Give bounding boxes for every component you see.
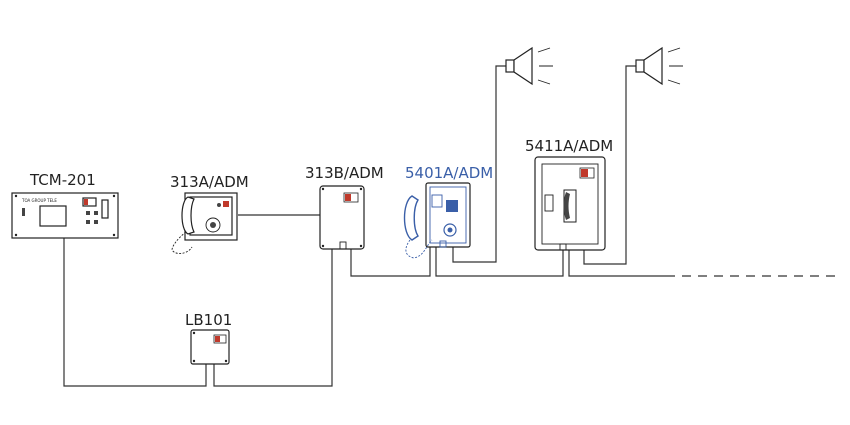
wire-313b-5401a xyxy=(350,247,431,277)
tcm-display xyxy=(82,197,97,207)
label-lb101: LB101 xyxy=(185,311,232,329)
wire-5401a-speaker-1 xyxy=(452,65,506,263)
wire-bus-5401a-5411a xyxy=(435,247,564,277)
tcm-panel-text: TOA GROUP TELE xyxy=(21,198,57,203)
telephone-handset-icon xyxy=(171,196,195,254)
label-5411a-adm: 5411A/ADM xyxy=(525,137,613,155)
wire-5411a-bus xyxy=(568,250,675,277)
label-313a-adm: 313A/ADM xyxy=(170,173,249,191)
wiring xyxy=(63,65,842,387)
device-lb101: LB101 xyxy=(185,311,232,365)
horn-speaker-icon xyxy=(505,46,553,86)
horn-speaker-1 xyxy=(505,46,553,86)
horn-speaker-2 xyxy=(635,46,683,86)
device-313a-adm: 313A/ADM xyxy=(170,173,249,254)
device-tcm-201: TCM-201 TOA GROUP TELE xyxy=(11,171,119,239)
device-313b-adm: 313B/ADM xyxy=(305,164,384,250)
device-5411a-adm: 5411A/ADM xyxy=(525,137,613,251)
device-5401a-adm: 5401A/ADM xyxy=(403,164,493,259)
label-tcm-201: TCM-201 xyxy=(29,171,96,189)
wire-5411a-speaker-2 xyxy=(583,65,636,265)
wire-tcm-bus xyxy=(63,238,207,387)
label-313b-adm: 313B/ADM xyxy=(305,164,384,182)
wire-lb101-313b xyxy=(213,249,333,387)
horn-speaker-icon xyxy=(635,46,683,86)
telephone-handset-icon xyxy=(403,195,433,259)
label-5401a-adm: 5401A/ADM xyxy=(405,164,493,182)
